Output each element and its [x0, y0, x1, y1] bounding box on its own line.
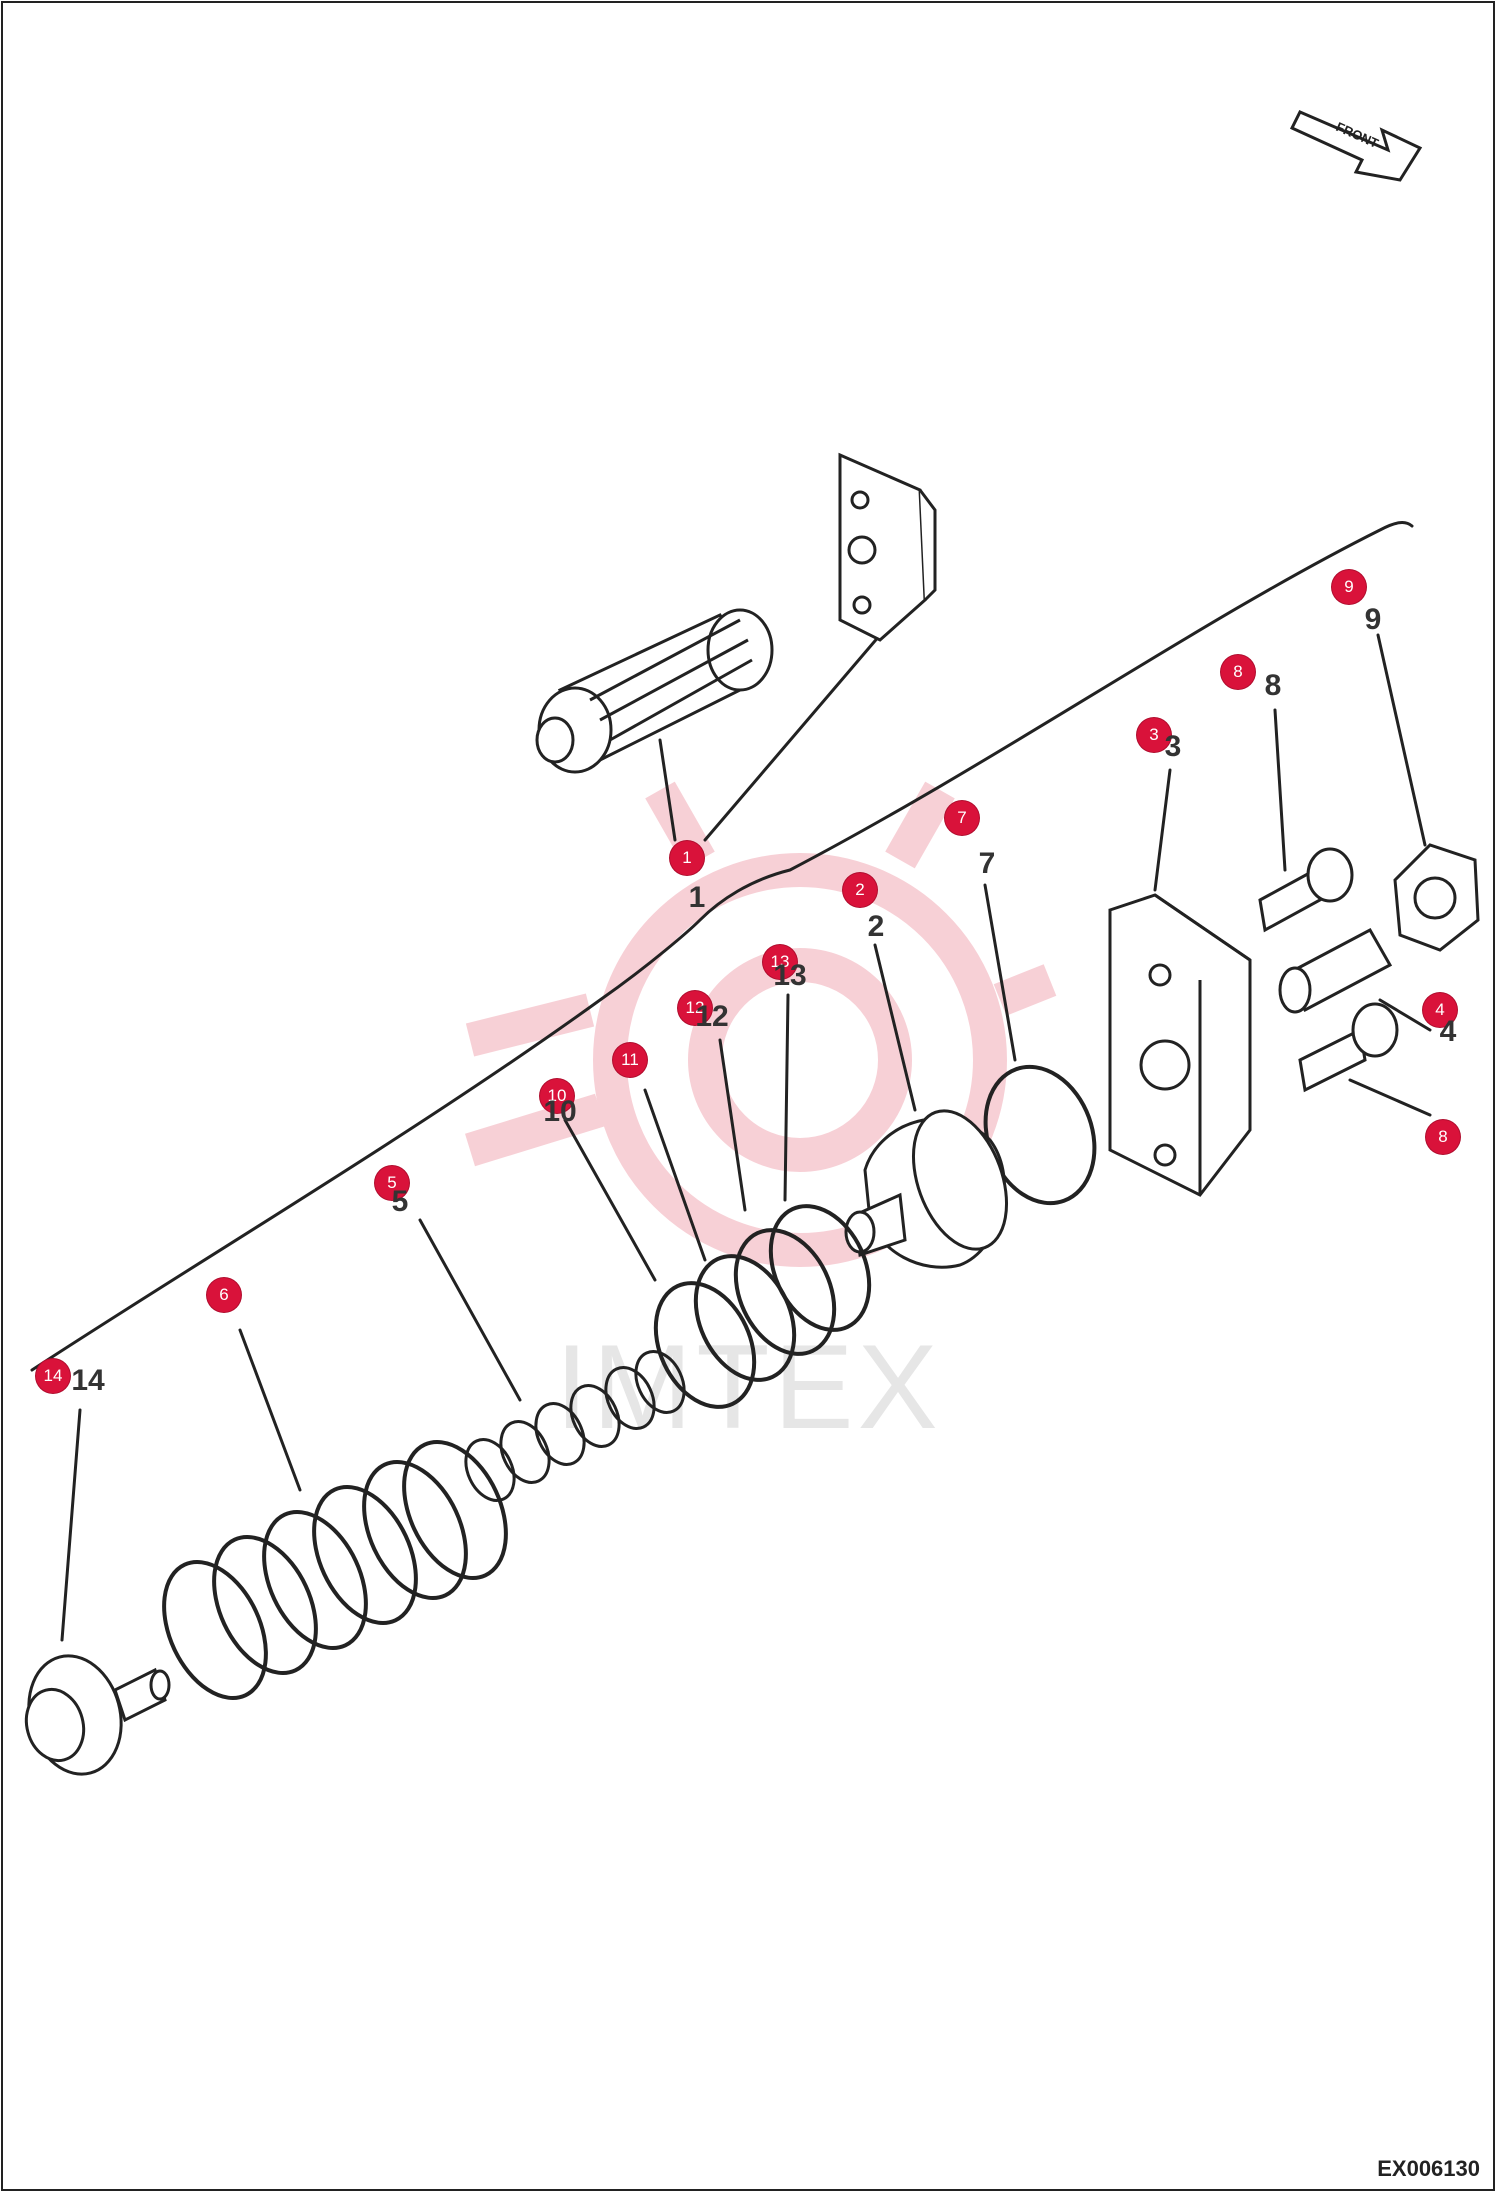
leader-2 [873, 943, 917, 1112]
part-number-1: 1 [688, 881, 706, 914]
leader-3 [1153, 768, 1172, 892]
part-number-8: 8 [1264, 669, 1282, 702]
part-14-spring-seat [24, 1654, 171, 1776]
part-5-inner-spring [464, 1350, 686, 1502]
part-1-spring-plug [535, 608, 774, 774]
callout-8-bottom[interactable]: 8 [1426, 1120, 1460, 1154]
watermark-gear-icon [465, 781, 1057, 1267]
part-10-shim [653, 1281, 757, 1409]
callout-9[interactable]: 9 [1332, 570, 1366, 604]
leader-6 [238, 1328, 302, 1492]
part-number-10: 10 [543, 1095, 577, 1128]
leader-13 [783, 993, 790, 1202]
part-4-set-screw [1278, 927, 1393, 1014]
part-6-outer-spring [162, 1440, 508, 1700]
part-number-13: 13 [773, 959, 807, 992]
callout-6[interactable]: 6 [207, 1278, 241, 1312]
leader-1a [658, 738, 677, 842]
part-9-hex-nut [1393, 843, 1480, 952]
leader-11 [643, 1088, 707, 1262]
callout-4[interactable]: 4 [1423, 993, 1457, 1027]
callout-7[interactable]: 7 [945, 801, 979, 835]
leader-7 [983, 883, 1017, 1062]
leader-10 [563, 1118, 657, 1282]
callout-13[interactable]: 13 [763, 945, 797, 979]
part-8-bolt-bottom [1298, 1002, 1399, 1093]
callout-10[interactable]: 10 [540, 1079, 574, 1113]
part-1-bracket-plate [838, 452, 937, 642]
leader-8a [1273, 708, 1287, 872]
part-number-12: 12 [695, 1000, 729, 1033]
assembly-line [30, 521, 1414, 1372]
callout-3[interactable]: 3 [1137, 718, 1171, 752]
leader-9 [1376, 633, 1427, 847]
leader-4 [1378, 998, 1432, 1032]
leader-1b [703, 633, 882, 842]
part-12-shim [733, 1228, 837, 1356]
callout-11[interactable]: 11 [613, 1043, 647, 1077]
drawing-code: EX006130 [1377, 2156, 1480, 2181]
part-2-plunger [844, 1109, 1009, 1269]
leader-12 [718, 1038, 747, 1212]
callout-14[interactable]: 14 [36, 1359, 70, 1393]
callout-8-top[interactable]: 8 [1221, 655, 1255, 689]
part-13-shim [768, 1204, 872, 1332]
leader-14 [60, 1408, 82, 1642]
part-number-4: 4 [1439, 1015, 1457, 1048]
leader-5 [418, 1218, 522, 1402]
front-arrow-icon: FRONT [1289, 110, 1423, 182]
part-8-bolt-top [1258, 847, 1354, 933]
callout-1[interactable]: 1 [670, 841, 704, 875]
part-number-5: 5 [391, 1185, 409, 1218]
part-number-14: 14 [71, 1364, 105, 1397]
part-number-3: 3 [1164, 730, 1182, 763]
callout-2[interactable]: 2 [843, 873, 877, 907]
leader-8b [1348, 1078, 1432, 1117]
part-3-valve-block [1108, 893, 1252, 1197]
part-number-2: 2 [867, 910, 885, 943]
callout-5[interactable]: 5 [375, 1166, 409, 1200]
callout-12[interactable]: 12 [678, 991, 712, 1025]
part-number-9: 9 [1364, 603, 1382, 636]
part-number-7: 7 [978, 847, 996, 880]
